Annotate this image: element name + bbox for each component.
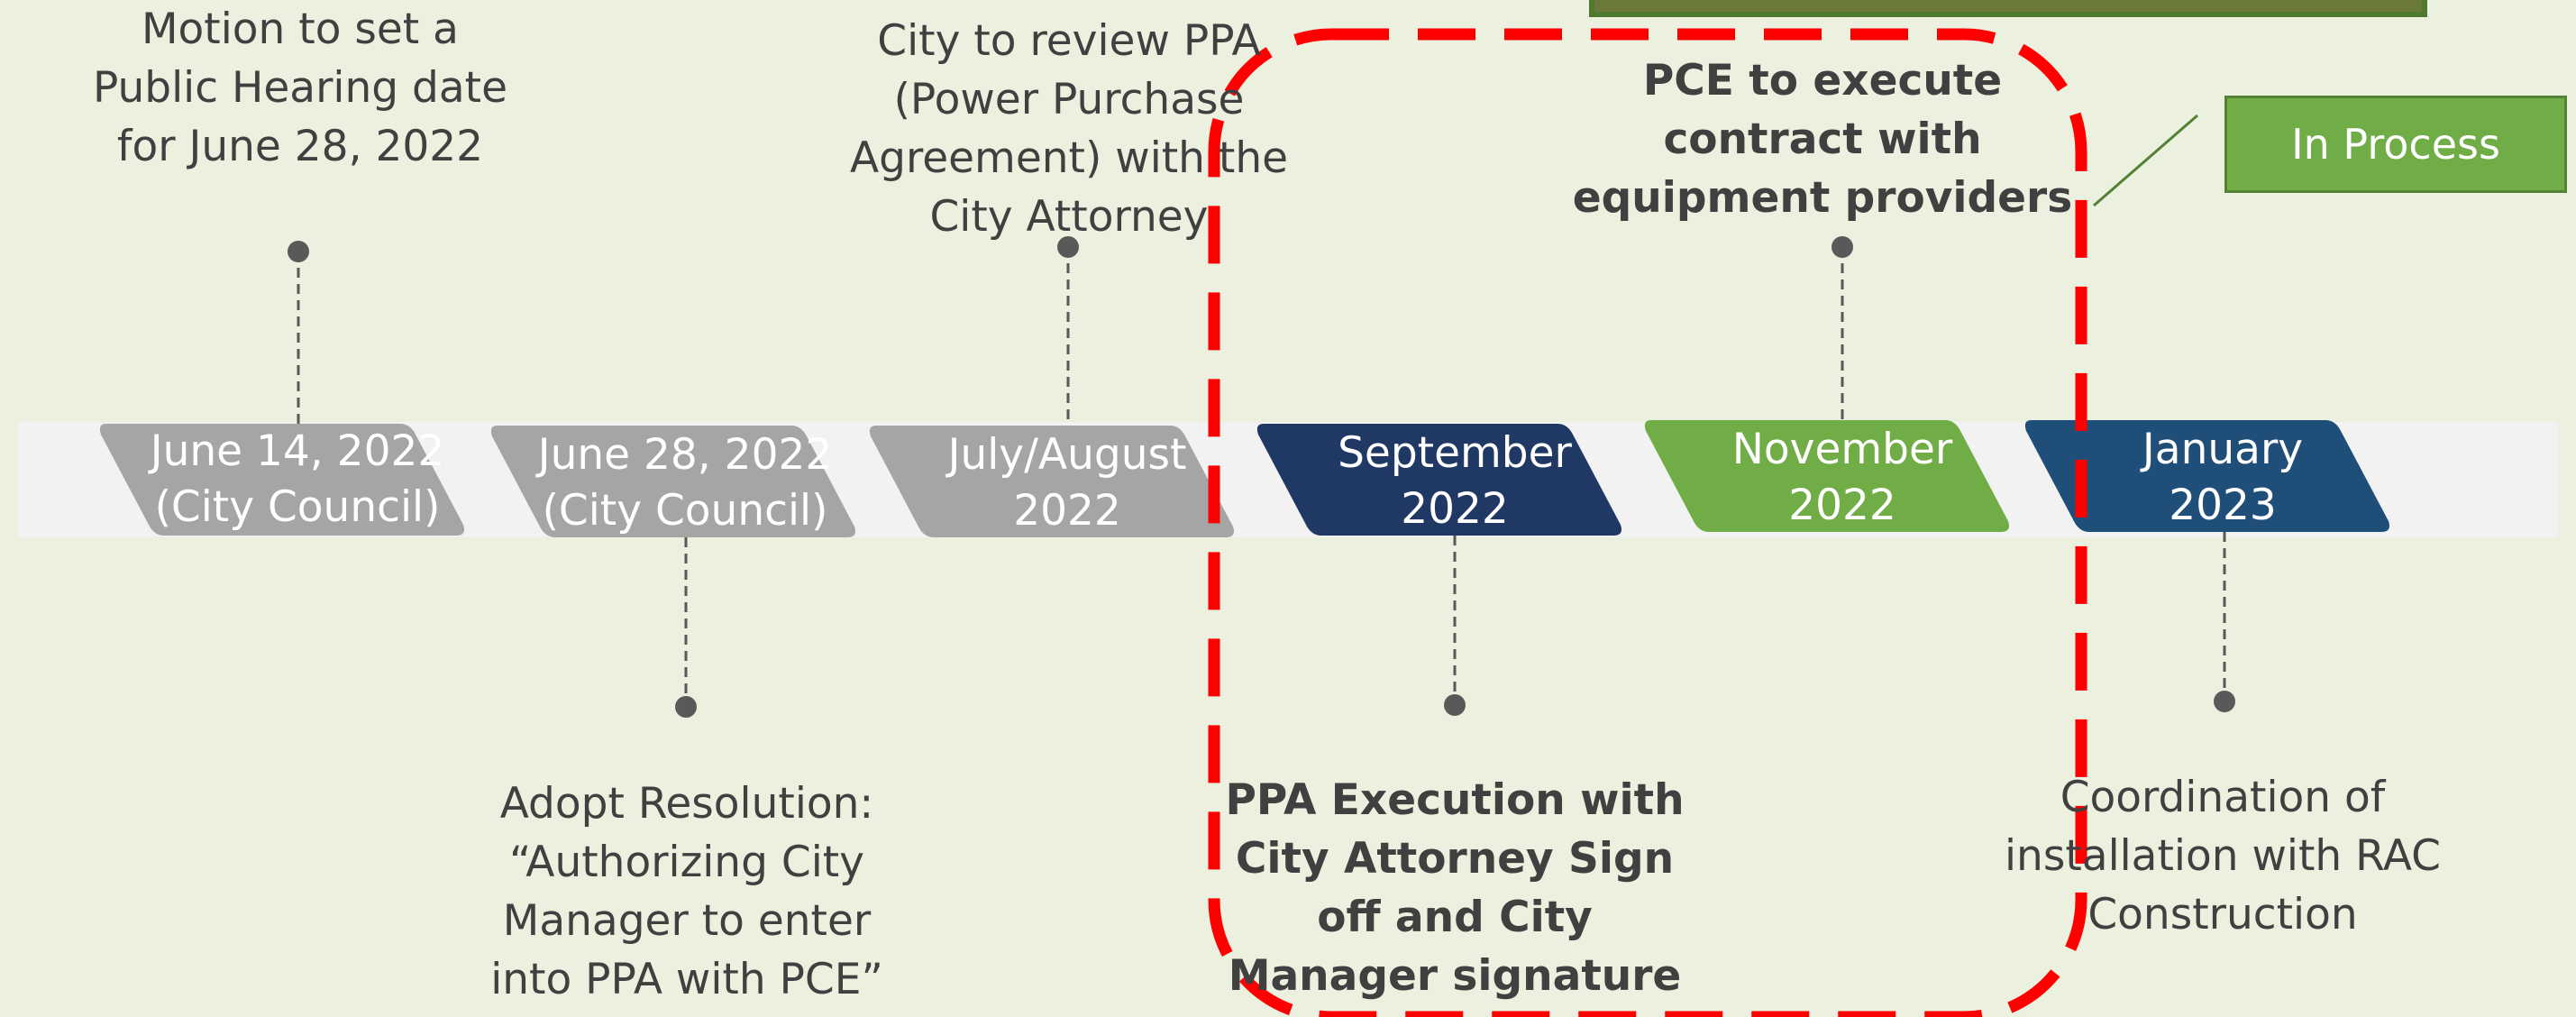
chevron-january <box>2024 420 2389 532</box>
in-process-badge: In Process <box>2224 96 2567 193</box>
chevron-september <box>1256 424 1621 536</box>
date-label-september: September 2022 <box>1338 428 1572 534</box>
chevron-june-28 <box>490 426 855 537</box>
date-label-june-28: June 28, 2022 (City Council) <box>537 430 833 536</box>
connector-dot-june-14 <box>288 241 309 262</box>
date-label-november: November 2022 <box>1731 425 1953 530</box>
chevron-november <box>1644 420 2009 532</box>
in-process-label: In Process <box>2291 120 2500 169</box>
date-label-january: January 2023 <box>2142 425 2304 530</box>
date-label-june-14: June 14, 2022 (City Council) <box>150 426 445 532</box>
highlight-dashed-box <box>1208 28 2087 1017</box>
connector-dot-november <box>1832 236 1853 258</box>
chevron-july-august <box>869 426 1234 537</box>
photo-edge <box>1589 0 2427 17</box>
connector-dot-september <box>1444 694 1466 716</box>
note-january: Coordination of installation with RAC Co… <box>2005 773 2441 939</box>
connector-dot-june-28 <box>675 696 697 718</box>
chevron-june-14 <box>99 424 464 536</box>
note-september: PPA Execution with City Attorney Sign of… <box>1225 775 1685 1001</box>
connector-dot-january <box>2214 691 2235 712</box>
connector-dot-july-august <box>1057 236 1079 258</box>
note-june-14: Motion to set a Public Hearing date for … <box>92 5 508 171</box>
note-november: PCE to execute contract with equipment p… <box>1572 56 2073 223</box>
callout-leader-line <box>2093 114 2198 207</box>
note-july-august: City to review PPA (Power Purchase Agree… <box>849 16 1289 242</box>
note-june-28: Adopt Resolution: “Authorizing City Mana… <box>490 779 883 1004</box>
date-label-july-august: July/August 2022 <box>947 430 1187 536</box>
